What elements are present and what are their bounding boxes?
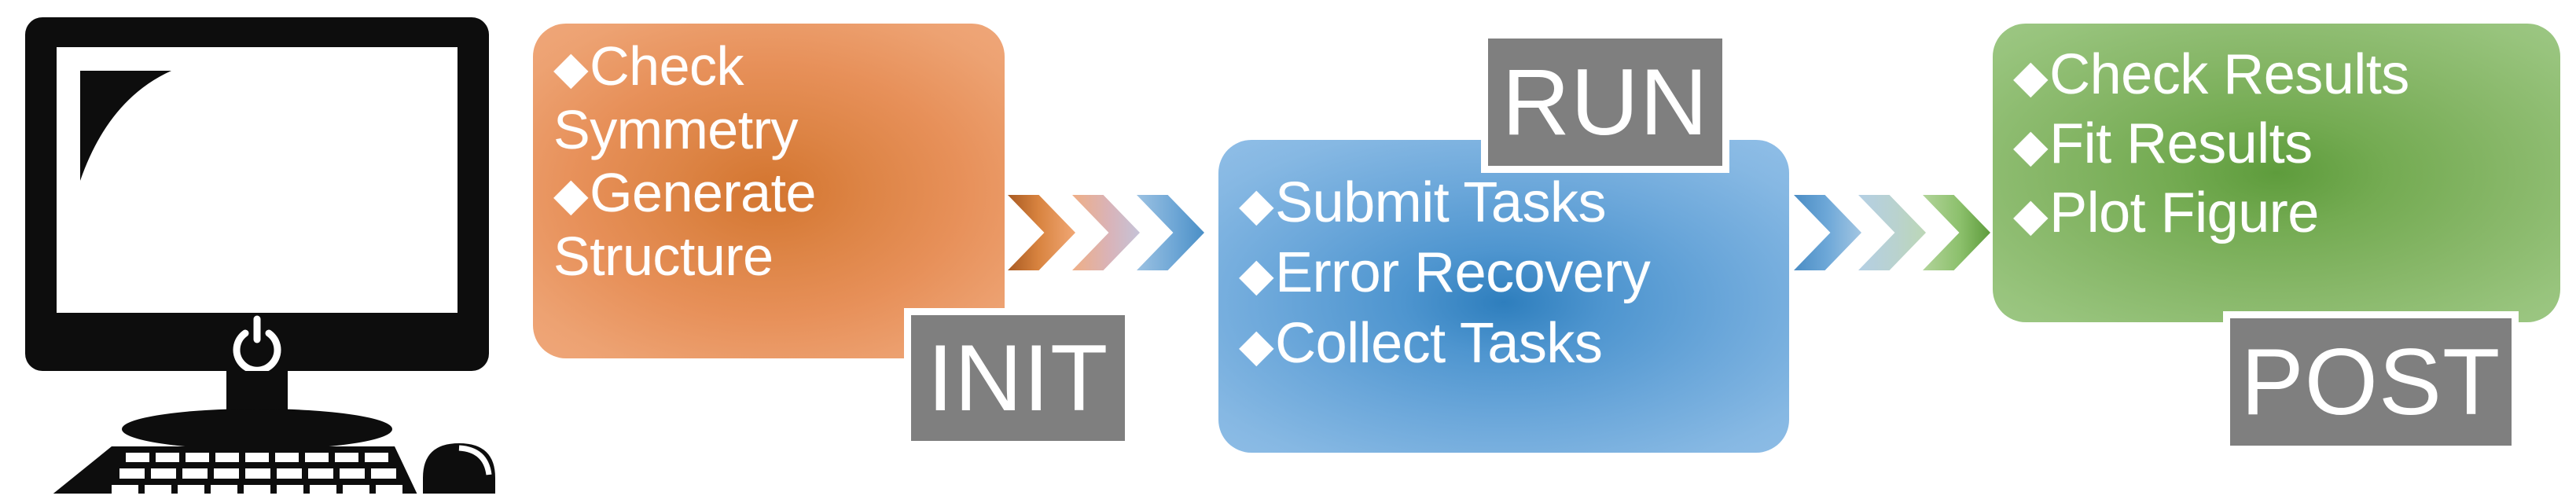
stage-run-item-1: ◆Error Recovery	[1239, 238, 1775, 308]
power-button-icon	[233, 315, 281, 374]
stage-run-item-0-label: Submit Tasks	[1275, 171, 1606, 234]
connector-init-to-run	[1008, 195, 1212, 270]
stage-post-item-1: ◆Fit Results	[2013, 110, 2546, 179]
diamond-bullet-icon: ◆	[1239, 179, 1274, 230]
chevron-arrow-icon	[1137, 195, 1204, 270]
keyboard-keys	[112, 453, 402, 495]
stage-box-post[interactable]: ◆Check Results ◆Fit Results ◆Plot Figure	[1993, 24, 2560, 322]
diamond-bullet-icon: ◆	[1239, 319, 1274, 371]
stage-post-item-1-label: Fit Results	[2049, 112, 2313, 175]
chevron-arrow-icon	[1794, 195, 1861, 270]
stage-init-item-0-label: Check Symmetry	[553, 35, 799, 160]
diamond-bullet-icon: ◆	[2013, 51, 2049, 102]
stage-post-item-2-label: Plot Figure	[2049, 181, 2319, 244]
stage-badge-post: POST	[2223, 311, 2519, 453]
computer-icon-svg	[25, 17, 495, 503]
diamond-bullet-icon: ◆	[1239, 249, 1274, 301]
connector-run-to-post	[1794, 195, 1995, 270]
chevron-arrow-icon	[1008, 195, 1075, 270]
stage-badge-init: INIT	[904, 308, 1132, 448]
diamond-bullet-icon: ◆	[2013, 119, 2049, 171]
diamond-bullet-icon: ◆	[553, 42, 589, 94]
stage-box-init[interactable]: ◆Check Symmetry ◆Generate Structure	[533, 24, 1005, 358]
mouse-icon	[423, 443, 495, 503]
stage-post-item-2: ◆Plot Figure	[2013, 179, 2546, 248]
stage-badge-run: RUN	[1481, 31, 1729, 173]
stage-run-item-2: ◆Collect Tasks	[1239, 309, 1775, 379]
chevron-arrow-icon	[1923, 195, 1990, 270]
screen-reflection-icon	[80, 71, 171, 181]
mouse-button-divider	[458, 445, 492, 475]
chevron-arrow-icon	[1858, 195, 1926, 270]
diamond-bullet-icon: ◆	[553, 169, 589, 220]
stage-post-item-0-label: Check Results	[2049, 43, 2409, 106]
stage-init-item-1-label: Generate Structure	[553, 162, 816, 287]
stage-run-item-0: ◆Submit Tasks	[1239, 168, 1775, 238]
chevron-arrow-icon	[1072, 195, 1140, 270]
stage-run-item-1-label: Error Recovery	[1275, 241, 1651, 305]
monitor-stand-base	[122, 409, 392, 450]
diamond-bullet-icon: ◆	[2013, 189, 2049, 240]
stage-post-item-0: ◆Check Results	[2013, 41, 2546, 110]
stage-init-item-1: ◆Generate Structure	[553, 161, 990, 288]
stage-init-item-0: ◆Check Symmetry	[553, 35, 990, 161]
stage-box-run[interactable]: ◆Submit Tasks ◆Error Recovery ◆Collect T…	[1218, 140, 1789, 453]
stage-run-item-2-label: Collect Tasks	[1275, 311, 1603, 375]
desktop-computer-icon	[8, 6, 527, 503]
